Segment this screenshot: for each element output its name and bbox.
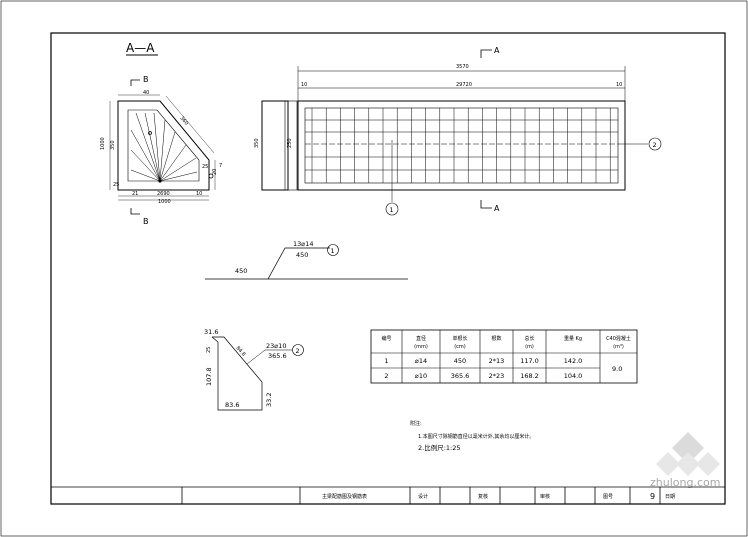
- bar1-label-top: 13⌀14: [293, 240, 313, 248]
- dim-beam-h2: 250: [287, 138, 293, 148]
- callout-bar1-elev: [385, 202, 399, 216]
- bar2-right: 33.2: [265, 393, 273, 407]
- title-approve: 审核: [540, 493, 550, 500]
- title-block: 主梁配筋图及钢筋表 设计 复核 审核 图号 9 日期: [51, 486, 725, 504]
- table-header-cell: 总长: [524, 335, 534, 342]
- bar1-len: 450: [235, 267, 247, 275]
- title-drawing-name: 主梁配筋图及钢筋表: [322, 493, 367, 500]
- dim-left-side2: 25: [113, 182, 119, 188]
- table-header-cell: C40混凝土: [606, 335, 631, 342]
- table-cell: 365.6: [451, 372, 470, 380]
- dim-left-h: 350: [110, 140, 116, 150]
- title-sheet-label: 图号: [603, 494, 613, 500]
- dim-left-r2: 7: [219, 163, 222, 169]
- table-cell: 117.0: [520, 357, 539, 365]
- cut-mark-a-bottom: A: [494, 204, 500, 213]
- table-header-cell: (mm): [414, 344, 428, 350]
- title-date: 日期: [665, 494, 675, 500]
- callout-bar1-label: 1: [331, 247, 335, 255]
- dim-left-diag: 360: [178, 115, 189, 126]
- callout-bar1-elev-label: 1: [390, 206, 394, 214]
- callout-bar2-elev: [648, 137, 662, 151]
- dim-left-bottom3: 10: [196, 191, 202, 197]
- table-header-cell: 直径: [416, 335, 426, 342]
- bar2-left: 107.8: [205, 367, 213, 386]
- sheet-border-inner: [50, 32, 726, 505]
- cut-mark-top: B: [143, 75, 149, 84]
- table-header-cell: 重量 Kg: [564, 335, 582, 342]
- table-cell: 142.0: [564, 357, 583, 365]
- bar1-detail: 450 13⌀14 450 1: [205, 240, 408, 280]
- table-header-cell: 单根长: [452, 335, 467, 342]
- dim-beam-inner: 29720: [456, 82, 472, 88]
- cut-mark-bottom: B: [143, 217, 149, 226]
- dim-left-total: 1000: [158, 199, 171, 205]
- callout-bar2-label: 2: [296, 347, 300, 355]
- bar2-diag: 84.8: [235, 345, 247, 357]
- table-cell: 2*13: [489, 357, 505, 365]
- title-sheet-no: 9: [650, 492, 655, 501]
- cut-mark-a-top: A: [494, 46, 500, 55]
- table-header-cell: (m): [525, 344, 534, 350]
- watermark-text: zhulong.com: [650, 476, 720, 489]
- callout-bar2-elev-label: 2: [653, 141, 657, 149]
- table-header-cell: 根数: [491, 335, 501, 342]
- table-cell: 1: [384, 357, 388, 365]
- bar2-bottom: 83.6: [225, 401, 239, 409]
- section-title: A—A: [126, 41, 155, 55]
- title-design: 设计: [418, 493, 428, 500]
- table-header-cell: (cm): [454, 344, 466, 350]
- notes-line-2: 2.比例尺:1:25: [418, 443, 461, 452]
- notes-line-1: 1.本图尺寸除钢筋直径以毫米计外,其余均以厘米计。: [418, 433, 534, 440]
- beam-elevation: 3570 29720 10 10 350 250 A A 1 2: [254, 46, 662, 216]
- rebar-table: 编号 直径 (mm) 单根长 (cm) 根数 总长 (m) 重量 Kg C40混凝土 (m³) 1 ⌀…: [370, 329, 638, 384]
- bar2-detail: 31.6 25 84.8 107.8 83.6 33.2 23⌀10 365.6…: [204, 328, 304, 411]
- table-cell: 2*23: [489, 372, 505, 380]
- dim-beam-right-end: 10: [616, 82, 622, 88]
- bar2-label-top: 23⌀10: [266, 342, 286, 350]
- dim-beam-left-end: 10: [301, 82, 307, 88]
- table-cell: 168.2: [520, 372, 539, 380]
- dim-left-side: 20: [212, 169, 218, 175]
- watermark-logo: zhulong.com: [650, 432, 720, 489]
- bar2-label-bot: 365.6: [268, 352, 287, 360]
- table-cell: ⌀10: [415, 372, 427, 380]
- dim-left-h2: 1000: [100, 137, 106, 150]
- bar2-top: 31.6: [204, 328, 218, 336]
- callout-bar1: [327, 244, 339, 256]
- cross-section: B B 40 1000 350 20: [100, 75, 222, 226]
- dim-left-top: 40: [143, 90, 149, 96]
- notes: 附注: 1.本图尺寸除钢筋直径以毫米计外,其余均以厘米计。 2.比例尺:1:25: [410, 420, 534, 452]
- callout-bar2: [292, 344, 304, 356]
- bar1-label-bot: 450: [296, 251, 308, 259]
- dim-beam-total: 3570: [456, 64, 469, 70]
- table-concrete: 9.0: [612, 365, 622, 373]
- table-cell: 2: [384, 372, 388, 380]
- title-review: 复核: [478, 493, 488, 500]
- dim-left-r1: 25: [202, 164, 208, 170]
- table-header-cell: 编号: [381, 335, 391, 342]
- dim-left-bottom1: 21: [132, 191, 138, 197]
- notes-title: 附注:: [410, 420, 422, 427]
- dim-left-bottom2: 2690: [157, 191, 170, 197]
- table-header-cell: (m³): [613, 344, 624, 350]
- table-cell: ⌀14: [415, 357, 427, 365]
- table-cell: 450: [454, 357, 466, 365]
- dim-beam-h: 350: [254, 138, 260, 148]
- bar2-small: 25: [206, 347, 212, 353]
- table-cell: 104.0: [564, 372, 583, 380]
